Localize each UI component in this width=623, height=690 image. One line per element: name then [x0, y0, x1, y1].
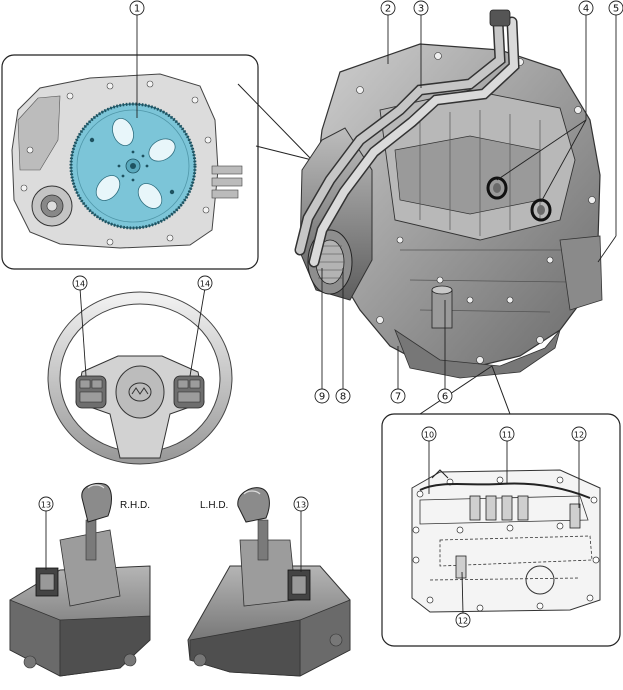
callout-10: 10: [421, 426, 437, 442]
svg-text:6: 6: [442, 392, 448, 403]
callout-6: 6: [437, 388, 453, 404]
callout-13-rhd: 13: [38, 496, 54, 512]
callout-14-left: 14: [72, 275, 88, 291]
callout-numbers: 1 2 3 4 5 6 7 8 9 10 11 12 12 13 13 14 1…: [38, 0, 623, 628]
flexplate: [69, 102, 197, 230]
svg-text:13: 13: [41, 501, 51, 510]
steering-wheel: [47, 291, 233, 465]
svg-text:5: 5: [613, 4, 619, 15]
callout-12-bottom: 12: [455, 612, 471, 628]
callout-9: 9: [314, 388, 330, 404]
svg-text:12: 12: [458, 617, 468, 626]
callout-5: 5: [608, 0, 623, 16]
svg-text:13: 13: [296, 501, 306, 510]
callout-3: 3: [413, 0, 429, 16]
label-rhd: R.H.D.: [120, 500, 150, 511]
svg-text:14: 14: [75, 280, 85, 289]
svg-text:2: 2: [385, 4, 391, 15]
oil-cooler-pipes: [294, 9, 520, 268]
converter-housing-detail: [1, 54, 259, 270]
leader-lines: [45, 14, 617, 615]
callout-13-lhd: 13: [293, 496, 309, 512]
callout-12-top: 12: [571, 426, 587, 442]
shifter-rhd: [9, 483, 151, 677]
callout-1: 1: [129, 0, 145, 16]
label-lhd: L.H.D.: [200, 500, 228, 511]
svg-text:8: 8: [340, 392, 346, 403]
callout-8: 8: [335, 388, 351, 404]
callout-7: 7: [390, 388, 406, 404]
oil-seal-rings: [486, 176, 552, 222]
control-valve-detail: [381, 413, 621, 647]
callout-14-right: 14: [197, 275, 213, 291]
svg-text:14: 14: [200, 280, 210, 289]
svg-text:12: 12: [574, 431, 584, 440]
svg-text:10: 10: [424, 431, 434, 440]
svg-text:1: 1: [134, 4, 140, 15]
callout-2: 2: [380, 0, 396, 16]
svg-text:3: 3: [418, 4, 424, 15]
svg-text:7: 7: [395, 392, 401, 403]
svg-text:11: 11: [502, 431, 512, 440]
callout-4: 4: [578, 0, 594, 16]
callout-11: 11: [499, 426, 515, 442]
shifter-lhd: [187, 487, 351, 677]
svg-text:9: 9: [319, 392, 325, 403]
svg-text:4: 4: [583, 4, 589, 15]
